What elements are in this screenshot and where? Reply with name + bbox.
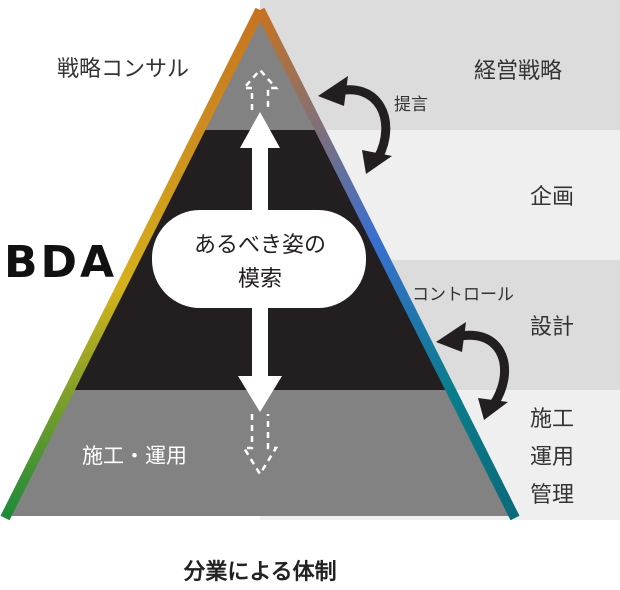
ideal-text-line2: 模索 bbox=[238, 267, 282, 292]
proposal-curve-arrow bbox=[333, 85, 391, 161]
label-management: 管理 bbox=[530, 483, 574, 508]
proposal-arrow-head-down bbox=[362, 150, 392, 174]
band-strategy bbox=[260, 0, 620, 130]
caption: 分業による体制 bbox=[183, 560, 336, 585]
label-strategy-consulting: 戦略コンサル bbox=[57, 57, 189, 82]
ideal-bubble bbox=[152, 210, 366, 308]
label-bda: BDA bbox=[4, 237, 117, 288]
label-management-strategy: 経営戦略 bbox=[474, 59, 562, 84]
proposal-arrow-head-up bbox=[318, 76, 348, 106]
arrow-head-down bbox=[238, 376, 282, 412]
control-arrow-head-down bbox=[478, 398, 508, 420]
pyramid-border bbox=[0, 7, 520, 521]
control-curve-arrow bbox=[450, 330, 509, 407]
label-proposal: 提言 bbox=[394, 95, 428, 115]
arrow-head-up bbox=[240, 112, 280, 148]
label-control: コントロール bbox=[412, 285, 514, 305]
label-design: 設計 bbox=[530, 315, 574, 340]
control-arrow-head-up bbox=[436, 322, 466, 352]
dashed-arrow-down bbox=[241, 414, 279, 477]
label-planning: 企画 bbox=[530, 185, 574, 210]
label-construction-operation: 施工・運用 bbox=[82, 444, 187, 468]
dashed-arrow-up bbox=[241, 68, 279, 110]
label-construction: 施工 bbox=[530, 407, 574, 432]
ideal-text-line1: あるべき姿の bbox=[194, 233, 326, 258]
label-operation: 運用 bbox=[530, 445, 574, 470]
